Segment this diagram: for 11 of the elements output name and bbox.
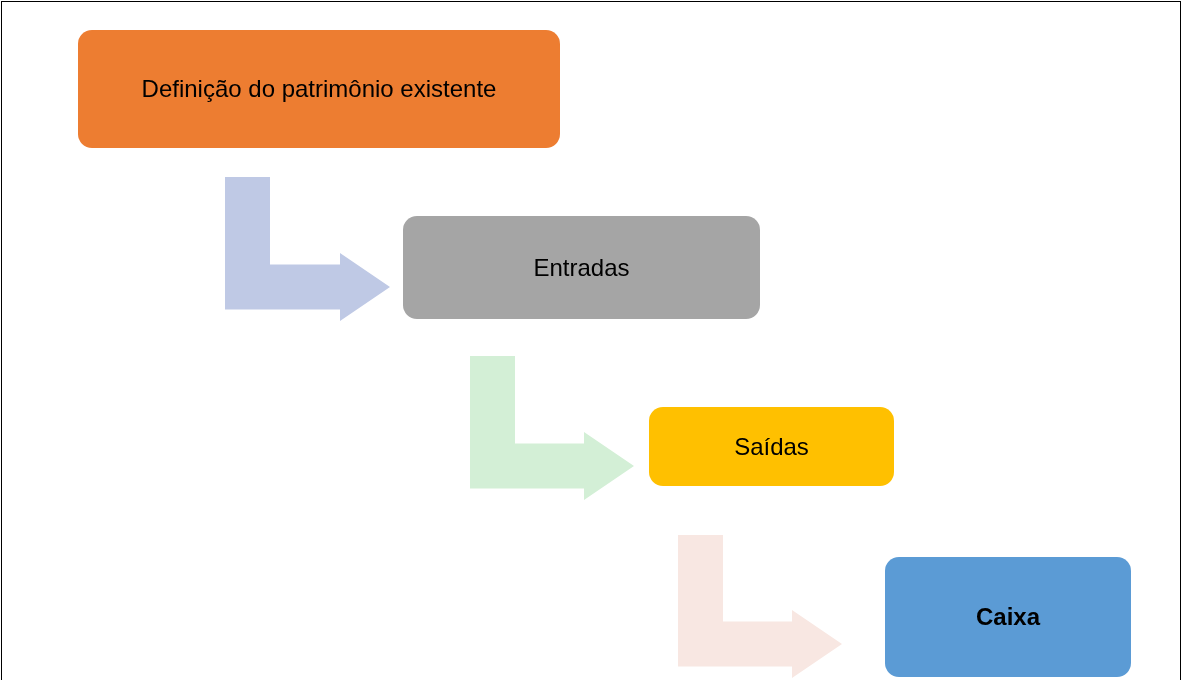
process-box <box>78 30 560 148</box>
box-label: Entradas <box>533 253 630 282</box>
box-label: Definição do patrimônio existente <box>141 75 497 103</box>
process-box <box>885 557 1131 677</box>
process-box <box>403 216 760 319</box>
bent-arrow <box>225 177 390 321</box>
bent-arrow <box>470 356 634 500</box>
box-label: Caixa <box>975 603 1040 631</box>
box-label: Saídas <box>734 432 809 461</box>
bent-arrow <box>678 535 842 678</box>
process-box <box>649 407 894 486</box>
